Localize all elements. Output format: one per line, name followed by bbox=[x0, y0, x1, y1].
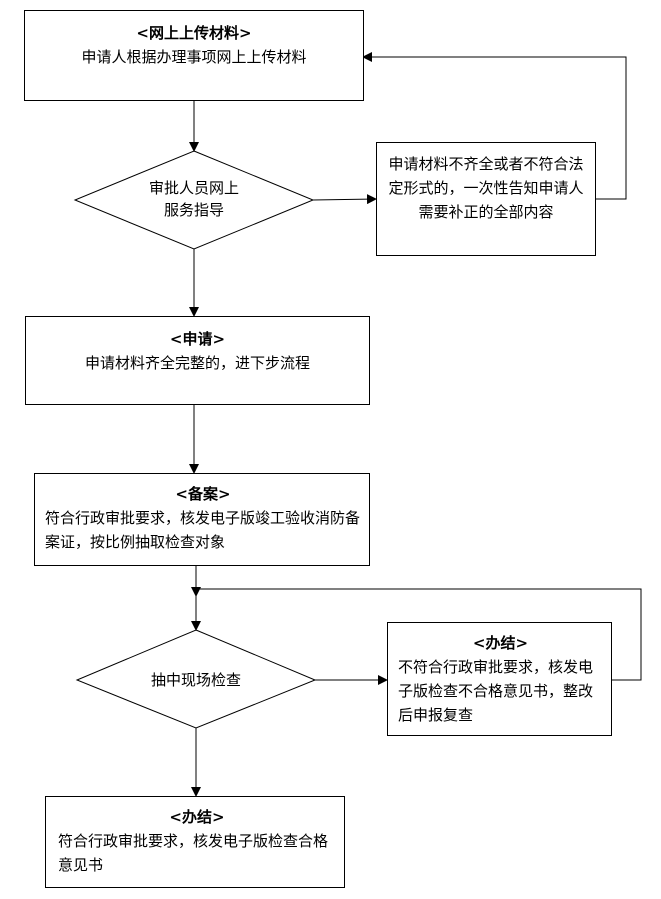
fail-conclusion-title: <办结> bbox=[472, 634, 529, 652]
record-filing-text: 符合行政审批要求，核发电子版竣工验收消防备案证，按比例抽取检查对象 bbox=[45, 509, 361, 551]
arrow-guidance-to-incomplete bbox=[312, 194, 377, 205]
incomplete-materials-box: 申请材料不齐全或者不符合法定形式的，一次性告知申请人需要补正的全部内容 bbox=[376, 142, 596, 256]
guidance-decision-label: 审批人员网上服务指导 bbox=[148, 179, 239, 219]
inspect-decision-label: 抽中现场检查 bbox=[150, 671, 241, 689]
pass-conclusion-text: 符合行政审批要求，核发电子版检查合格意见书 bbox=[58, 832, 329, 874]
pass-conclusion-box: <办结> 符合行政审批要求，核发电子版检查合格意见书 bbox=[45, 796, 345, 888]
upload-materials-title: <网上上传材料> bbox=[136, 24, 252, 42]
application-box: <申请> 申请材料齐全完整的，进下步流程 bbox=[25, 316, 370, 405]
application-title: <申请> bbox=[169, 330, 226, 348]
application-text: 申请材料齐全完整的，进下步流程 bbox=[84, 354, 310, 372]
arrow-incomplete-back-to-upload bbox=[362, 52, 627, 200]
fail-conclusion-text: 不符合行政审批要求，核发电子版检查不合格意见书，整改后申报复查 bbox=[398, 658, 594, 724]
incomplete-materials-text: 申请材料不齐全或者不符合法定形式的，一次性告知申请人需要补正的全部内容 bbox=[388, 155, 584, 221]
record-filing-box: <备案> 符合行政审批要求，核发电子版竣工验收消防备案证，按比例抽取检查对象 bbox=[34, 473, 370, 566]
record-filing-title: <备案> bbox=[175, 485, 231, 503]
pass-conclusion-title: <办结> bbox=[169, 808, 225, 826]
arrow-fail-back-to-inspect bbox=[191, 587, 642, 681]
fail-conclusion-box: <办结> 不符合行政审批要求，核发电子版检查不合格意见书，整改后申报复查 bbox=[387, 622, 612, 736]
upload-materials-text: 申请人根据办理事项网上上传材料 bbox=[81, 48, 307, 66]
upload-materials-box: <网上上传材料> 申请人根据办理事项网上上传材料 bbox=[24, 10, 364, 101]
